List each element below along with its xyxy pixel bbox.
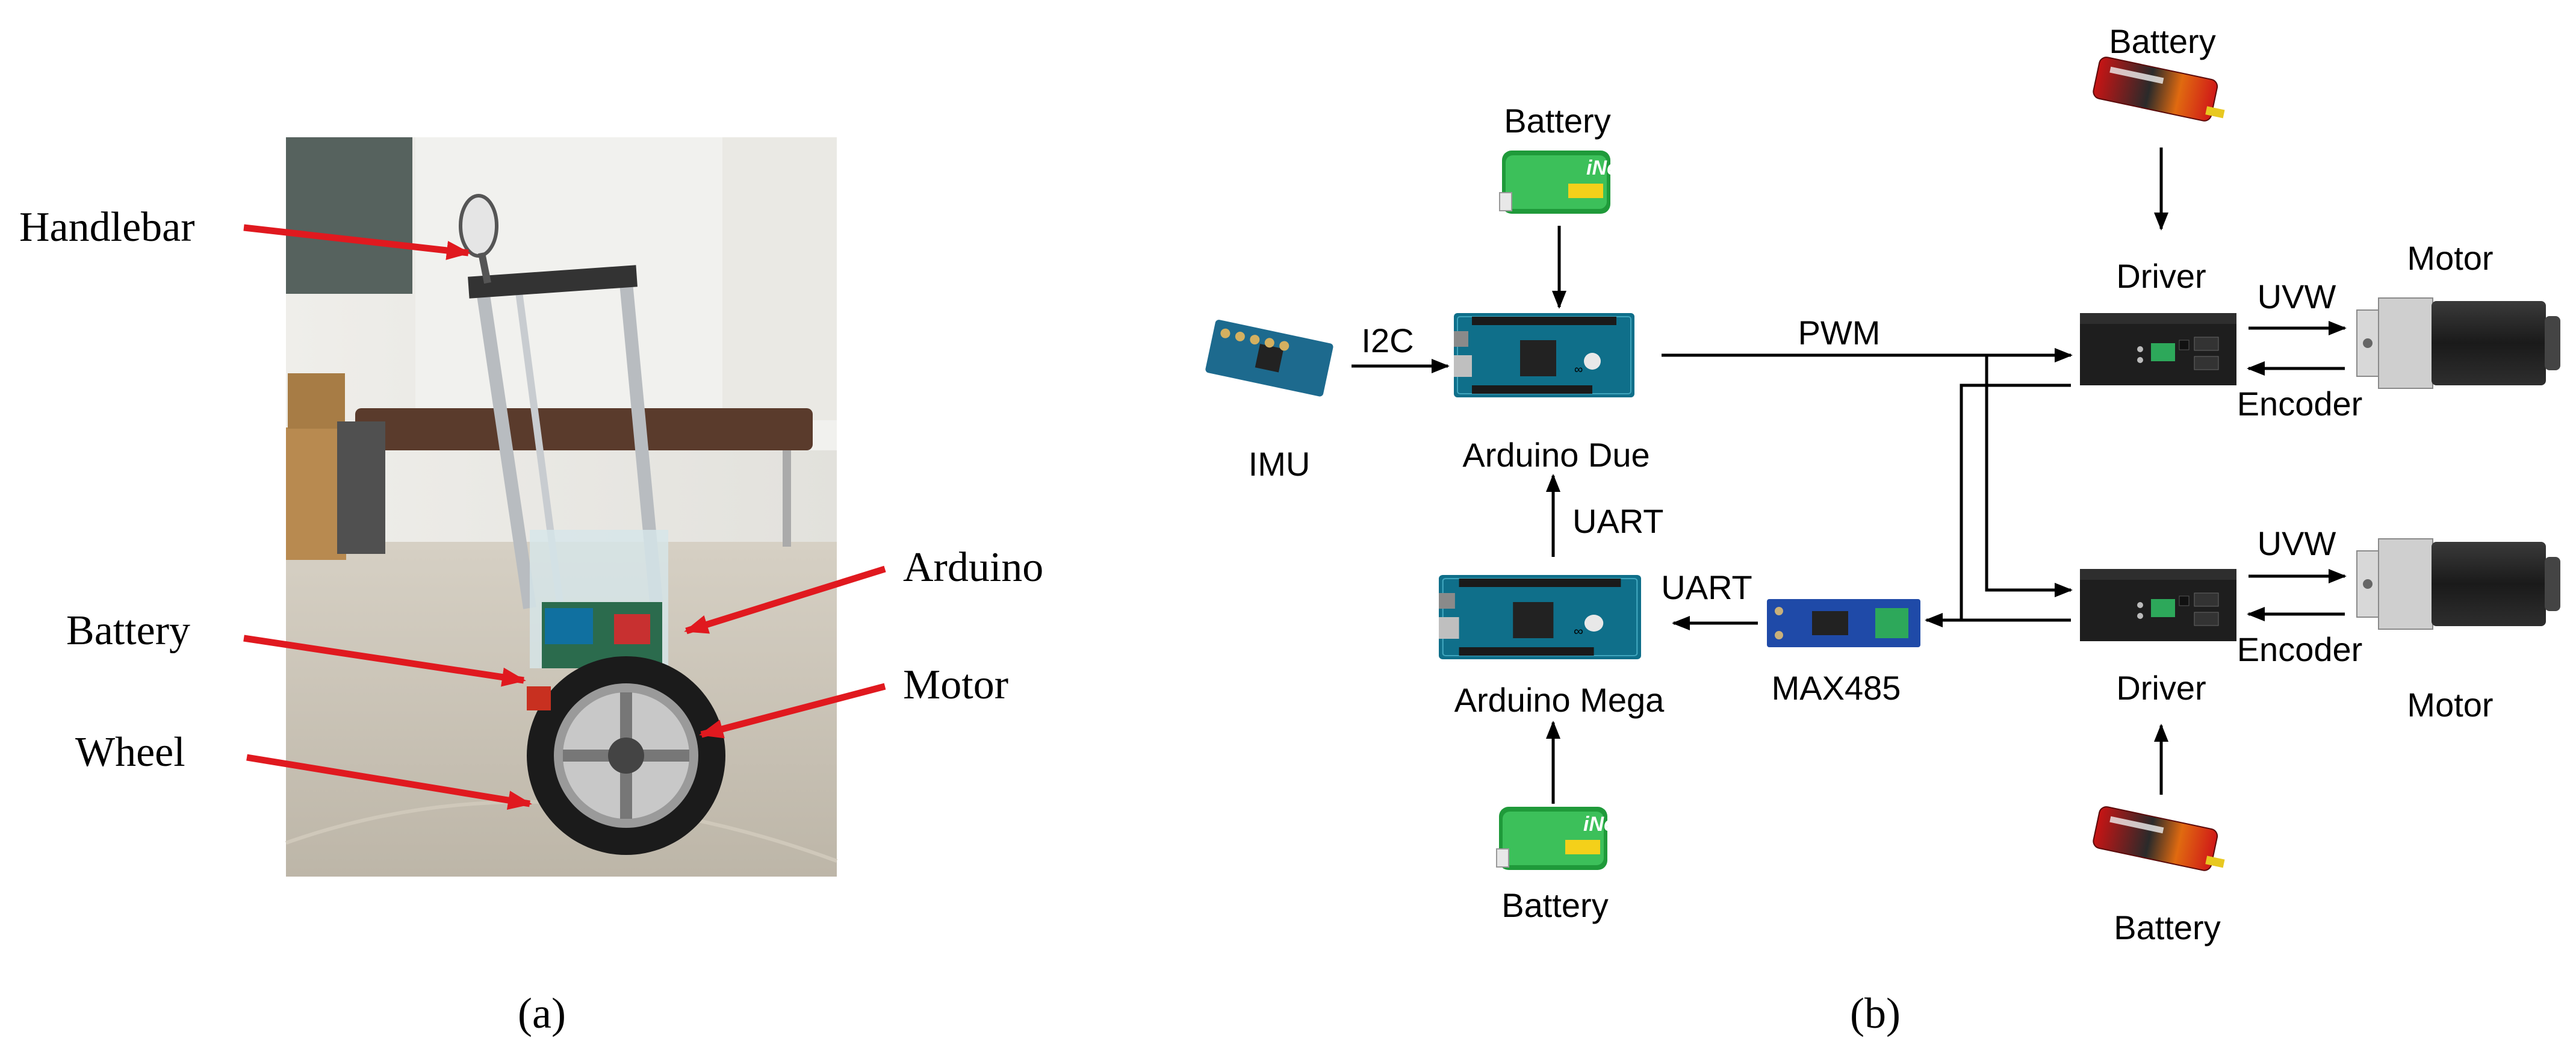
max485-node: MAX485: [1767, 599, 1920, 707]
max485-image: [1767, 599, 1920, 647]
arrow-motor: [699, 683, 886, 739]
edge-rs485-driver-top: [1960, 384, 2071, 620]
motor-bottom-image: [2356, 538, 2561, 630]
label-encoder-top: Encoder: [2237, 385, 2363, 423]
label-driver-top: Driver: [2116, 257, 2206, 295]
label-arduino-due: Arduino Due: [1462, 436, 1650, 474]
arduino-due-node: Arduino Due: [1453, 312, 1650, 474]
arrow-handlebar: [243, 224, 471, 260]
label-battery: Battery: [66, 607, 190, 654]
label-arduino-mega: Arduino Mega: [1454, 681, 1665, 719]
imu-node: IMU: [1205, 320, 1333, 483]
segway-photo: [285, 137, 838, 877]
arrow-wheel: [246, 754, 532, 810]
battery-driver-top-image: [2091, 55, 2231, 126]
label-uart-max-mega: UART: [1661, 568, 1752, 606]
driver-top-image: [2079, 312, 2237, 386]
battery-mega-node: iNeno Battery: [1496, 806, 1640, 924]
battery-due-node: iNeno Battery: [1499, 102, 1643, 214]
battery-mega-logo: iNeno: [1583, 813, 1640, 836]
arrow-arduino: [684, 565, 886, 635]
caption-a: (a): [518, 989, 566, 1037]
battery-due-logo: iNeno: [1586, 157, 1643, 179]
cardboard-box: [286, 427, 346, 560]
motor-bottom-node: Motor: [2356, 538, 2561, 724]
arrow-battery: [243, 635, 526, 687]
edge-pwm-bottom: [1985, 355, 2073, 597]
label-pwm: PWM: [1798, 314, 1881, 352]
label-motor: Motor: [903, 662, 1008, 708]
arduino-due-image: [1453, 312, 1635, 398]
massage-table: [355, 408, 813, 450]
label-max485: MAX485: [1772, 669, 1901, 707]
motor-top-node: Motor: [2356, 239, 2561, 389]
label-encoder-bottom: Encoder: [2237, 630, 2363, 668]
battery-driver-bottom-image: [2091, 804, 2231, 875]
label-battery-driver-bottom: Battery: [2114, 909, 2220, 946]
driver-top-node: Driver: [2079, 257, 2237, 386]
label-battery-due: Battery: [1504, 102, 1610, 140]
battery-driver-top-node: Battery: [2091, 22, 2231, 126]
whiteboard-frame: [286, 137, 412, 294]
label-battery-mega: Battery: [1501, 886, 1608, 924]
caption-b: (b): [1850, 989, 1901, 1037]
label-i2c: I2C: [1361, 322, 1414, 359]
segway-frame: [459, 194, 668, 668]
driver-bottom-node: Driver: [2079, 568, 2237, 707]
panel-a: Handlebar Arduino Battery Motor Wheel (a…: [19, 137, 1043, 1037]
label-battery-driver-top: Battery: [2109, 22, 2215, 60]
label-motor-top: Motor: [2407, 239, 2493, 277]
battery-driver-bottom-node: Battery: [2091, 804, 2231, 946]
callout-arrows: [243, 224, 886, 810]
label-wheel: Wheel: [75, 729, 185, 775]
label-driver-bottom: Driver: [2116, 669, 2206, 707]
handlebar-grip: [459, 194, 498, 258]
motor-top-image: [2356, 297, 2561, 389]
connections: [1352, 148, 2347, 804]
arduino-mega-image: [1438, 574, 1642, 660]
imu-image: [1205, 320, 1333, 397]
label-motor-bottom: Motor: [2407, 686, 2493, 724]
arduino-mega-node: Arduino Mega: [1438, 574, 1665, 719]
segway-wheel: [527, 656, 725, 855]
label-arduino: Arduino: [903, 544, 1043, 591]
driver-bottom-image: [2079, 568, 2237, 642]
label-uart-mega-due: UART: [1572, 502, 1663, 540]
panel-b: IMU Arduino Due Arduino Mega MAX485: [1205, 22, 2561, 1037]
label-uvw-top: UVW: [2258, 278, 2336, 315]
label-handlebar: Handlebar: [19, 204, 195, 250]
label-uvw-bottom: UVW: [2258, 524, 2336, 562]
label-imu: IMU: [1249, 445, 1311, 483]
